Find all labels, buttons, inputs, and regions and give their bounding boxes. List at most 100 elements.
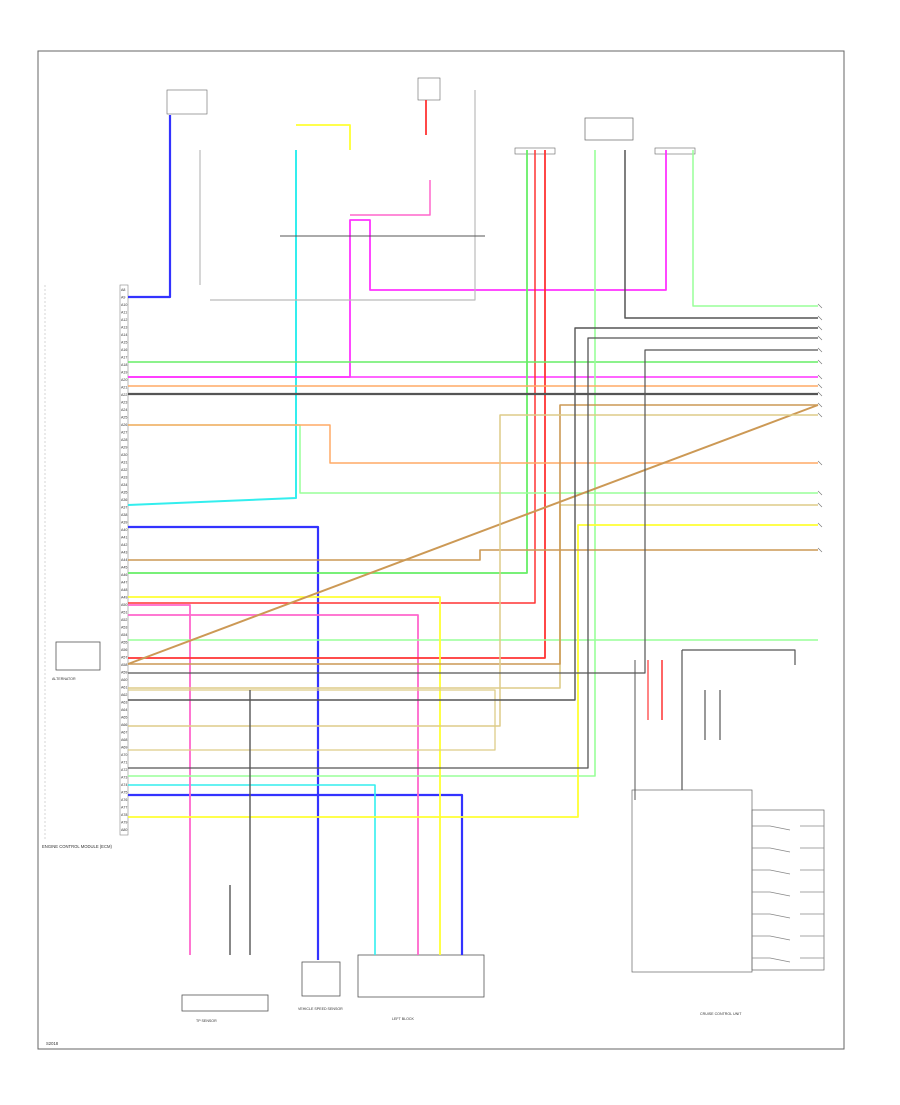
wire <box>296 124 351 150</box>
wire <box>128 150 528 574</box>
top-component-2 <box>417 77 441 101</box>
ecm-pin-label: A68 <box>121 738 127 742</box>
wire <box>128 404 818 665</box>
ecm-pin-label: A47 <box>121 581 127 585</box>
wire <box>752 825 791 831</box>
ecm-pin-label: A64 <box>121 708 127 712</box>
wire <box>210 90 476 301</box>
ecm-pin-label: A58 <box>121 663 127 667</box>
wire <box>128 424 818 494</box>
ecm-pin-label: A30 <box>121 453 127 457</box>
wire <box>692 150 818 307</box>
ecm-pin-label: A80 <box>121 828 127 832</box>
wire <box>128 115 172 299</box>
ecm-pin-label: A41 <box>121 536 127 540</box>
ecm-pin-label: A28 <box>121 438 127 442</box>
ecm-pin-label: A24 <box>121 408 127 412</box>
wire <box>752 847 791 853</box>
cruise-unit-label: CRUISE CONTROL UNIT <box>700 1012 742 1016</box>
ecm-pin-label: A20 <box>121 378 127 382</box>
ecm-pin-label: A59 <box>121 671 127 675</box>
wire <box>682 649 796 665</box>
wire <box>128 604 191 955</box>
wire <box>817 412 823 418</box>
ecm-pin-label: A76 <box>121 798 127 802</box>
wire <box>128 150 596 777</box>
ecm-pin-label: A13 <box>121 326 127 330</box>
ecm-pin-label: A14 <box>121 333 127 337</box>
ecm-pin-label: A69 <box>121 746 127 750</box>
ecm-pin-label: A43 <box>121 551 127 555</box>
top-component-3 <box>584 117 634 141</box>
ecm-pin-label: A27 <box>121 431 127 435</box>
wire <box>817 502 823 508</box>
ecm-pin-label: A71 <box>121 761 127 765</box>
wire <box>128 337 818 769</box>
wire <box>817 460 823 466</box>
ecm-pin-label: A45 <box>121 566 127 570</box>
ecm-pin-label: A38 <box>121 513 127 517</box>
wire <box>128 150 667 378</box>
wire <box>817 522 823 528</box>
wire <box>128 793 464 955</box>
ecm-pin-label: A78 <box>121 813 127 817</box>
wire <box>817 325 823 331</box>
ecm-pin-label: A33 <box>121 476 127 480</box>
wire <box>128 150 536 604</box>
ecm-pin-label: A77 <box>121 806 127 810</box>
wire <box>128 424 818 464</box>
wire <box>817 547 823 553</box>
footer-code: S2018 <box>46 1041 59 1046</box>
ecm-pin-label: A63 <box>121 701 127 705</box>
ecm-pin-label: A37 <box>121 506 127 510</box>
wire <box>817 490 823 496</box>
left-block-label: LEFT BLOCK <box>392 1017 415 1021</box>
alternator-label: ALTERNATOR <box>52 677 76 681</box>
ecm-pin-label: A35 <box>121 491 127 495</box>
wire <box>817 303 823 309</box>
wire <box>128 549 818 561</box>
cruise-switch-box <box>751 809 825 971</box>
ecm-pin-label: A70 <box>121 753 127 757</box>
wire <box>752 935 791 941</box>
ecm-pin-label: A15 <box>121 341 127 345</box>
wire <box>752 869 791 875</box>
ecm-pin-label: A8 <box>121 288 125 292</box>
vss-label: VEHICLE SPEED SENSOR <box>298 1007 343 1011</box>
wire <box>752 913 791 919</box>
wire <box>752 957 791 963</box>
ecm-pin-label: A51 <box>121 611 127 615</box>
ecm-pin-label: A11 <box>121 311 127 315</box>
ecm-pin-label: A62 <box>121 693 127 697</box>
ecm-pin-label: A60 <box>121 678 127 682</box>
ecm-pin-label: A57 <box>121 656 127 660</box>
ecm-pin-label: A73 <box>121 776 127 780</box>
ecm-pin-label: A16 <box>121 348 127 352</box>
wire <box>817 359 823 365</box>
wire <box>128 596 441 955</box>
ecm-pin-label: A66 <box>121 723 127 727</box>
ecm-pin-label: A79 <box>121 821 127 825</box>
ecm-pin-label: A32 <box>121 468 127 472</box>
ecm-pin-label: A49 <box>121 596 127 600</box>
ecm-pin-label: A52 <box>121 618 127 622</box>
ecm-pin-label: A61 <box>121 686 127 690</box>
wire <box>128 689 496 751</box>
ecm-pin-label: A29 <box>121 446 127 450</box>
wire <box>128 349 818 674</box>
ecm-pin-label: A75 <box>121 791 127 795</box>
wire <box>128 784 376 955</box>
ecm-pin-label: A48 <box>121 588 127 592</box>
cruise-unit-box <box>631 789 753 973</box>
ecm-pin-label: A46 <box>121 573 127 577</box>
wire <box>127 404 819 665</box>
top-component-1 <box>166 89 208 115</box>
wire <box>817 335 823 341</box>
ecm-pin-label: A26 <box>121 423 127 427</box>
wire <box>128 150 546 659</box>
wire <box>817 383 823 389</box>
wire <box>350 180 431 216</box>
wire <box>752 891 791 897</box>
wire <box>128 614 419 955</box>
ecm-pin-label: A18 <box>121 363 127 367</box>
